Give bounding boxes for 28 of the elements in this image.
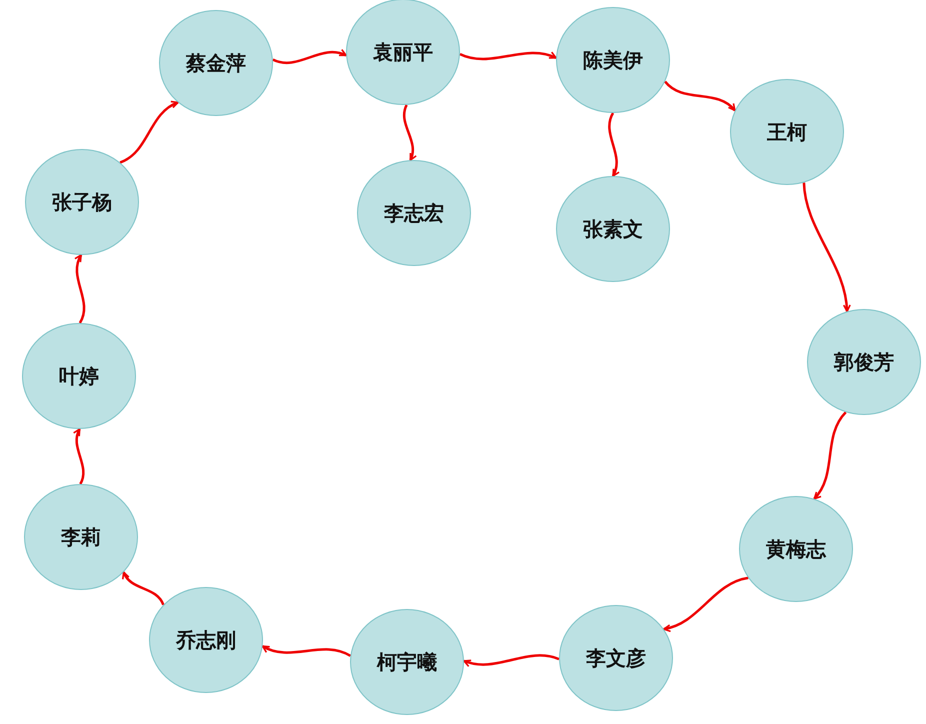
arrow — [813, 411, 847, 500]
arrow — [73, 428, 85, 485]
name-label: 袁丽平 — [373, 38, 433, 66]
arrow — [402, 104, 416, 161]
name-label: 王柯 — [767, 118, 807, 146]
name-label: 乔志刚 — [176, 626, 236, 654]
name-label: 蔡金萍 — [186, 50, 246, 76]
name-label: 张素文 — [583, 216, 643, 242]
name-label: 叶婷 — [59, 362, 99, 390]
arrow — [608, 112, 620, 177]
name-label: 李文彦 — [586, 644, 646, 672]
arrow — [120, 101, 179, 164]
name-label: 郭俊芳 — [834, 348, 894, 376]
name-label: 柯宇曦 — [377, 648, 437, 676]
name-label: 李莉 — [61, 524, 101, 550]
name-label: 张子杨 — [52, 188, 112, 216]
name-label: 李志宏 — [384, 200, 444, 226]
arrow — [802, 182, 850, 312]
arrow — [460, 52, 557, 60]
arrow — [272, 49, 347, 64]
arrow — [262, 645, 351, 657]
arrow — [664, 80, 736, 112]
arrow — [74, 254, 86, 324]
arrow — [662, 576, 749, 632]
name-label: 黄梅志 — [766, 536, 826, 562]
name-label: 陈美伊 — [583, 46, 643, 74]
arrow — [463, 654, 560, 667]
arrow — [122, 571, 164, 606]
